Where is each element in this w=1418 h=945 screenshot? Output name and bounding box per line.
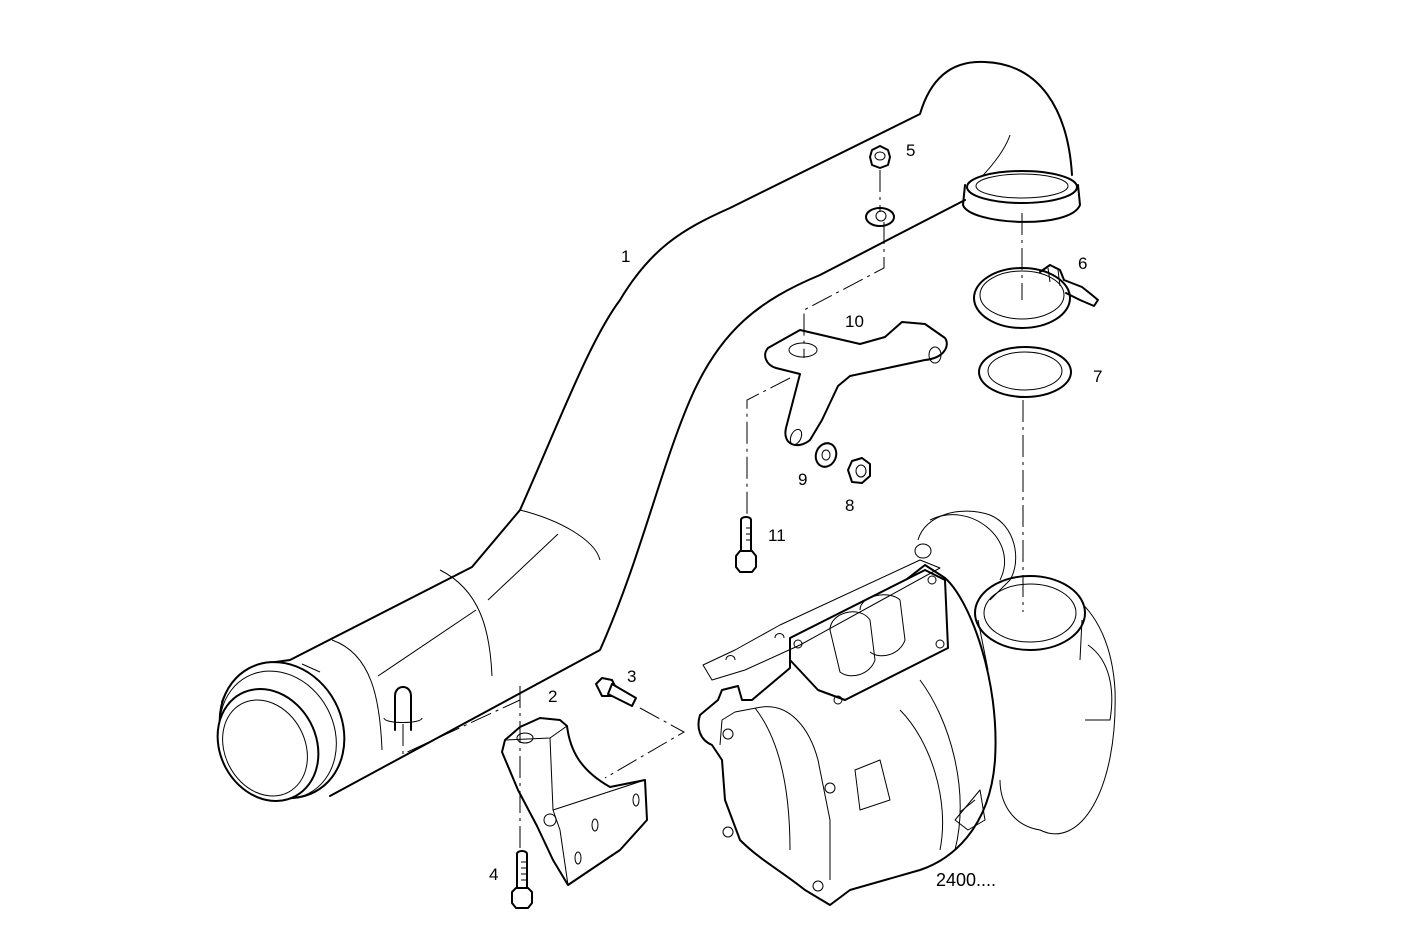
turbocharger-assembly[interactable] bbox=[697, 510, 1116, 906]
screw-part-11[interactable] bbox=[735, 516, 757, 573]
callout-part-8: 8 bbox=[845, 496, 855, 515]
reference-code: 2400.... bbox=[936, 870, 997, 890]
callout-part-9: 9 bbox=[798, 470, 808, 489]
air-pipe-part-1[interactable] bbox=[196, 60, 1081, 820]
callout-part-1: 1 bbox=[621, 247, 631, 266]
callout-part-3: 3 bbox=[627, 667, 637, 686]
callout-part-5: 5 bbox=[906, 141, 916, 160]
callout-part-10: 10 bbox=[845, 312, 864, 331]
hose-clamp-part-6[interactable] bbox=[973, 264, 1099, 329]
callout-part-7: 7 bbox=[1093, 367, 1103, 386]
washer-part-9[interactable] bbox=[812, 440, 839, 469]
nut-part-8[interactable] bbox=[847, 457, 871, 484]
callout-part-6: 6 bbox=[1078, 254, 1088, 273]
screw-part-4[interactable] bbox=[511, 850, 533, 909]
callout-part-2: 2 bbox=[548, 687, 558, 706]
callout-part-4: 4 bbox=[489, 865, 499, 884]
sealing-ring-part-7[interactable] bbox=[978, 346, 1072, 398]
bracket-part-10[interactable] bbox=[764, 321, 948, 447]
callout-part-11: 11 bbox=[768, 526, 786, 545]
support-bracket-part-2[interactable] bbox=[501, 717, 648, 886]
screw-part-3[interactable] bbox=[595, 677, 637, 707]
assembly-guide-lines bbox=[402, 170, 1024, 850]
nut-part-5[interactable] bbox=[869, 145, 891, 169]
